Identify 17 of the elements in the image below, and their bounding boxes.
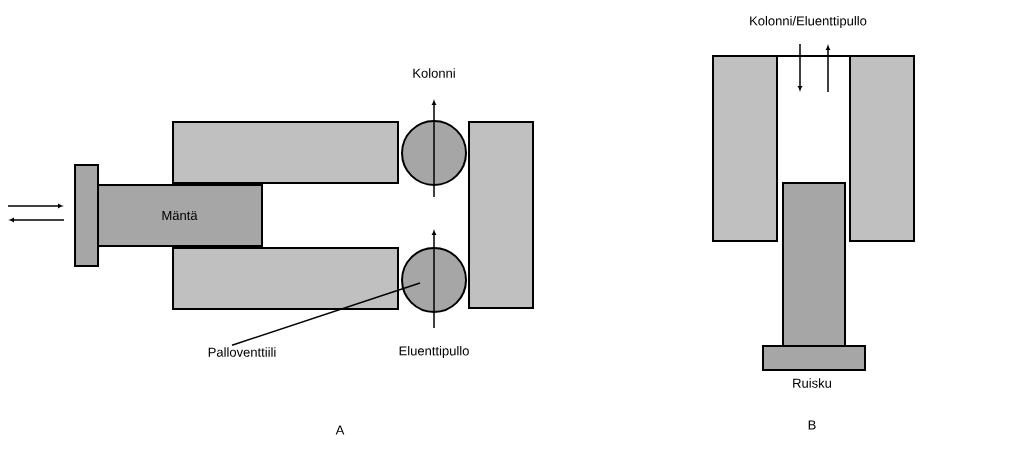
panel-label: A (335, 425, 345, 435)
housing-block (172, 247, 399, 310)
housing-block (172, 121, 399, 184)
ball-valve (401, 120, 467, 186)
part-label: Ruisku (793, 378, 831, 388)
syringe-base (762, 345, 866, 371)
piston-flange (74, 164, 99, 267)
leader-line (231, 282, 421, 346)
part-label: Kolonni/Eluenttipullo (750, 15, 867, 29)
panel-label: B (808, 420, 816, 430)
part-label: Kolonni (413, 68, 455, 78)
part-label: Palloventtiili (208, 347, 276, 357)
ball-valve (401, 247, 467, 313)
housing-block (712, 55, 778, 242)
part-label: Eluenttipullo (399, 345, 469, 359)
housing-block (849, 55, 915, 242)
housing-block (468, 121, 534, 309)
